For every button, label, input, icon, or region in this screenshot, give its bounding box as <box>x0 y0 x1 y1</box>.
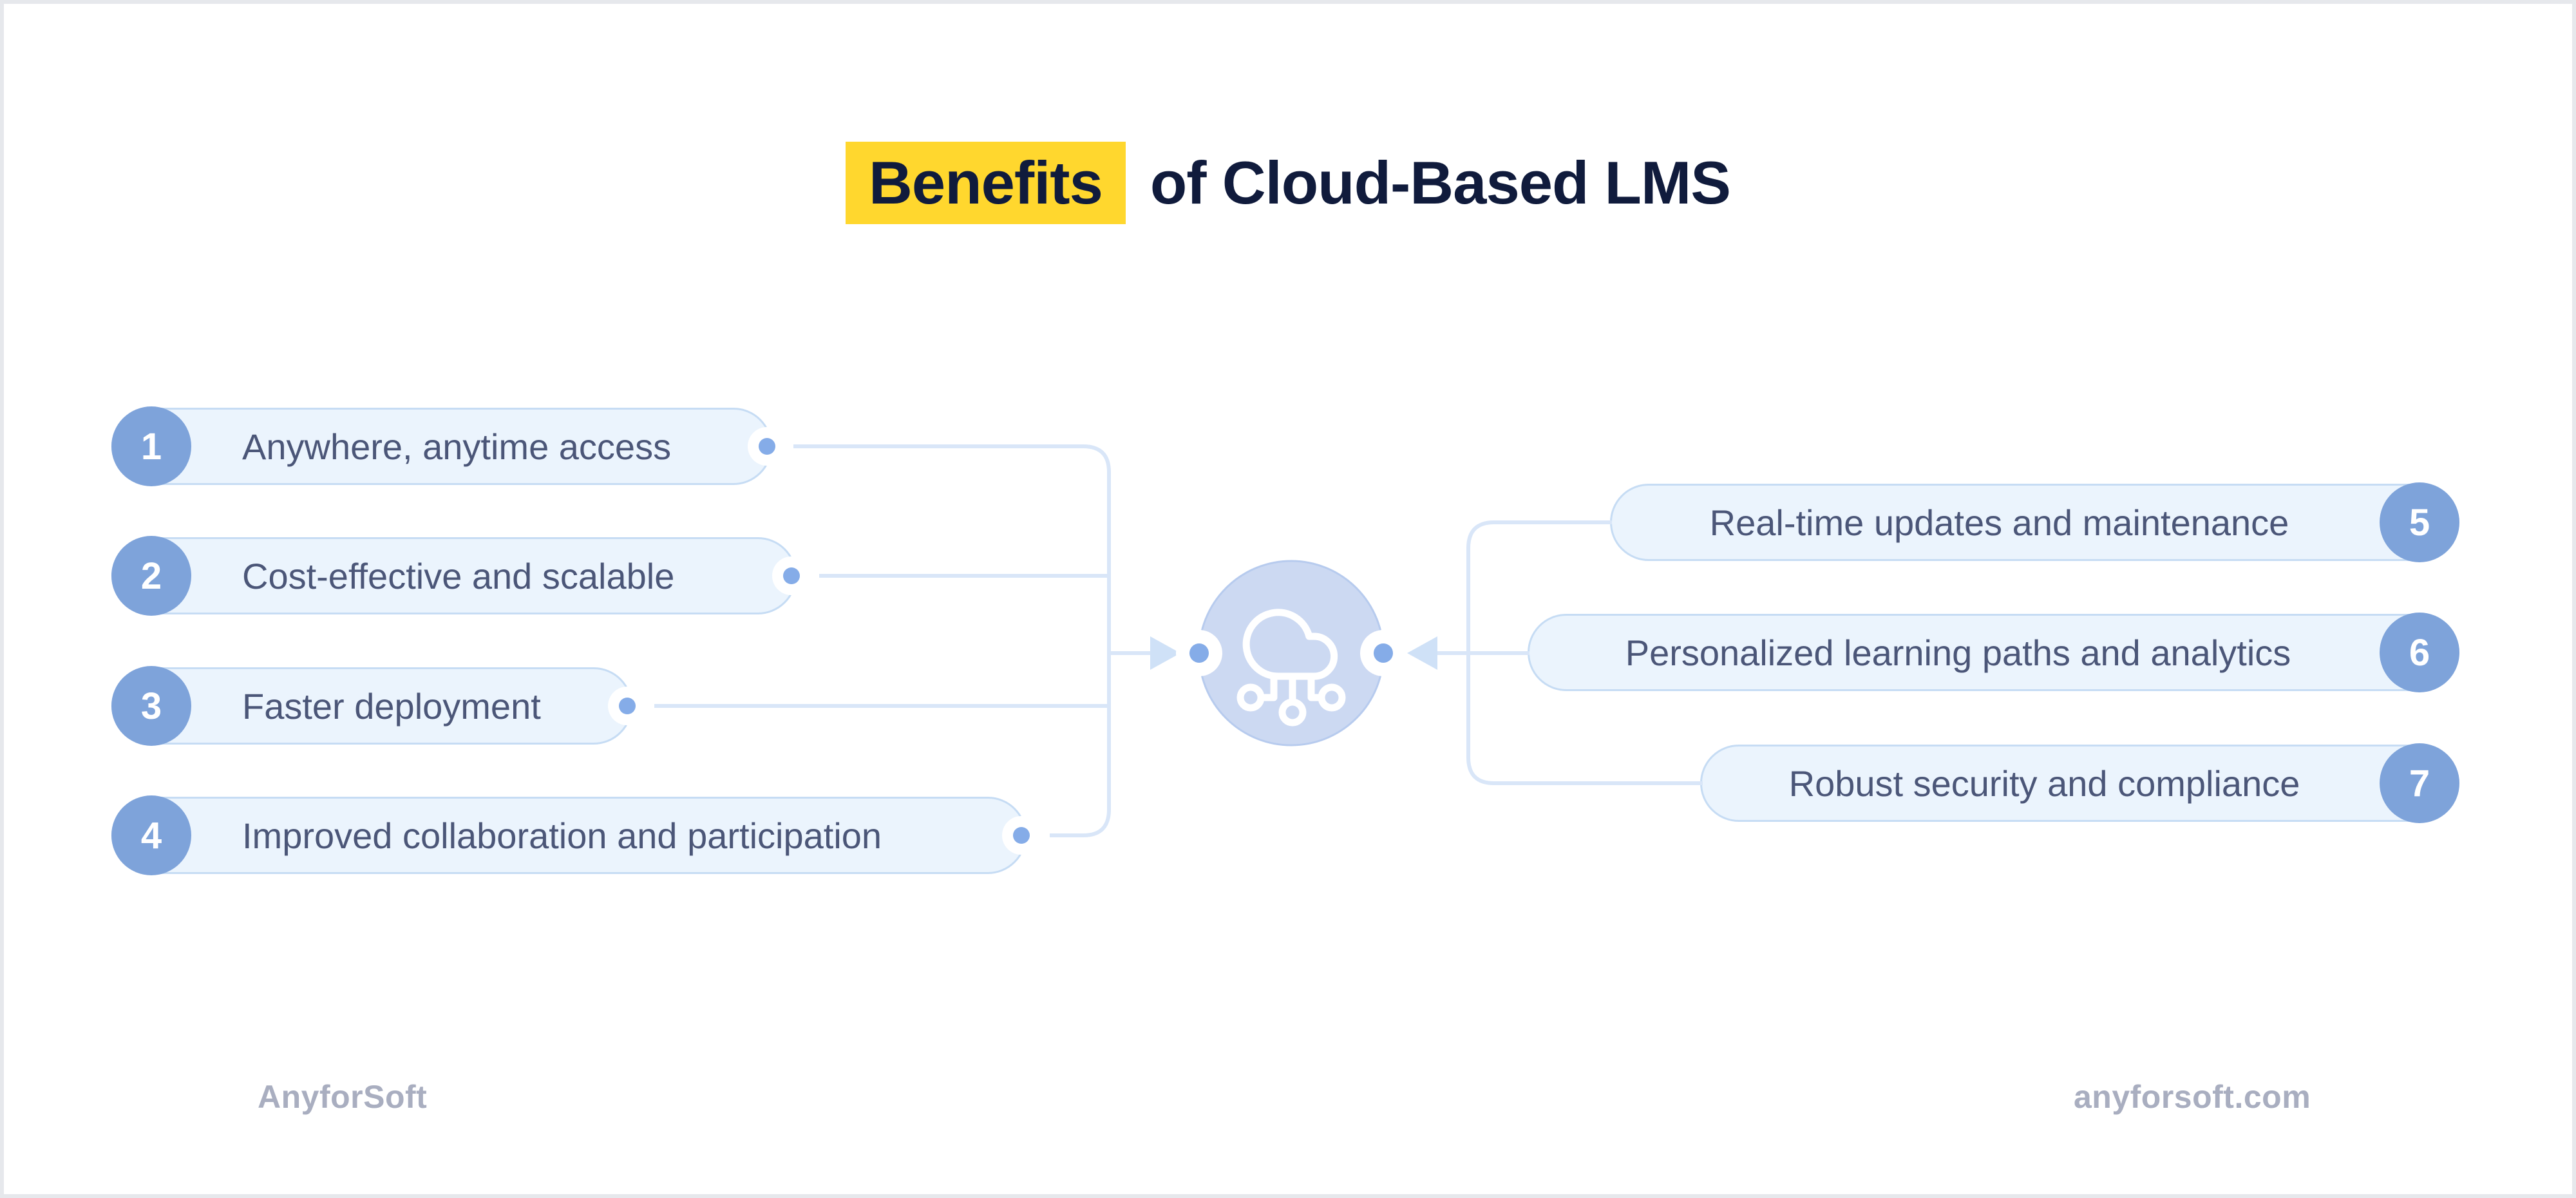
cloud-notch-right <box>1360 630 1406 676</box>
benefit-pill-5: 5 Real-time updates and maintenance <box>1610 482 2459 562</box>
number-badge: 3 <box>111 666 191 746</box>
connector-dot <box>1374 643 1393 663</box>
benefit-pill-1: 1 Anywhere, anytime access <box>111 406 772 486</box>
number-badge: 7 <box>2380 743 2459 823</box>
benefit-label: Faster deployment <box>242 685 541 727</box>
arrow-right-icon <box>1150 636 1180 670</box>
benefit-pill-2: 2 Cost-effective and scalable <box>111 536 797 616</box>
benefit-label: Improved collaboration and participation <box>242 815 882 856</box>
footer-website: anyforsoft.com <box>2074 1079 2311 1115</box>
benefit-pill-6: 6 Personalized learning paths and analyt… <box>1528 613 2459 692</box>
cloud-circle <box>1198 560 1385 746</box>
page-title: Benefits of Cloud-Based LMS <box>0 142 2576 224</box>
number-badge: 1 <box>111 406 191 486</box>
title-highlighted-word: Benefits <box>846 142 1126 224</box>
benefit-pill-7: 7 Robust security and compliance <box>1700 743 2459 823</box>
number-badge: 4 <box>111 795 191 875</box>
benefit-pill-3: 3 Faster deployment <box>111 666 632 746</box>
benefit-label: Personalized learning paths and analytic… <box>1625 632 2291 673</box>
benefit-label: Robust security and compliance <box>1788 763 2300 804</box>
benefit-label: Real-time updates and maintenance <box>1709 502 2289 543</box>
benefit-label: Cost-effective and scalable <box>242 555 675 596</box>
number-badge: 2 <box>111 536 191 616</box>
arrow-left-icon <box>1407 636 1437 670</box>
cloud-network-icon <box>1236 609 1346 727</box>
cloud-notch-left <box>1176 630 1222 676</box>
benefit-label: Anywhere, anytime access <box>242 426 672 467</box>
title-rest: of Cloud-Based LMS <box>1150 149 1731 216</box>
footer-brand: AnyforSoft <box>258 1079 428 1115</box>
connector-dot <box>1189 643 1209 663</box>
number-badge: 5 <box>2380 482 2459 562</box>
number-badge: 6 <box>2380 613 2459 692</box>
connector-left-bus <box>793 444 1111 837</box>
benefit-pill-4: 4 Improved collaboration and participati… <box>111 795 1027 875</box>
